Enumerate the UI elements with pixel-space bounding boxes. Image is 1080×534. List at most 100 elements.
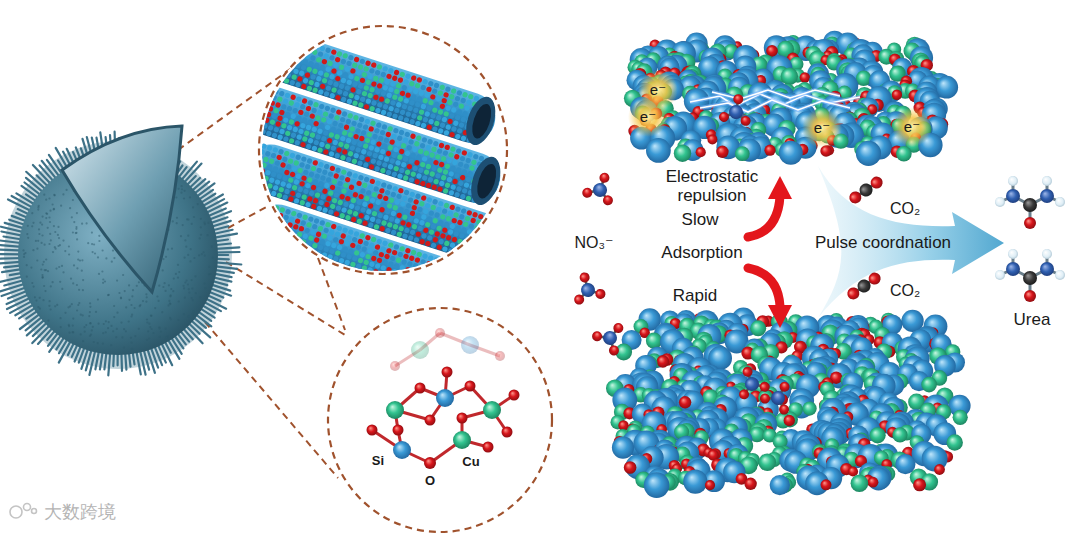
sphere-texture [187,316,189,318]
tube-atom [437,302,444,309]
tube-atom [392,287,399,294]
tube-atom [456,186,463,193]
sphere-texture [45,258,47,260]
tube-atom [466,210,473,217]
tube-atom [325,85,332,92]
tube-atom [356,180,363,187]
tube-atom [372,133,379,140]
tube-atom [261,143,268,150]
tube-atom [456,128,463,135]
tube-atom [459,232,466,239]
tube-atom [395,276,402,283]
tube-atom [409,210,416,217]
tube-atom [334,231,341,238]
sphere-texture [43,285,45,287]
tube-atom [333,81,340,88]
tube-atom [392,113,399,120]
tube-atom [401,195,408,202]
tube-atom [385,150,392,157]
tube-atom [302,252,309,259]
tube-atom [442,246,449,253]
tube-atom [369,68,376,75]
tube-atom [287,222,294,229]
tube-atom [270,190,277,197]
tube-opening [486,282,512,321]
sphere-texture [80,333,82,335]
tube-atom [308,190,315,197]
tube-atom [272,74,279,81]
tube-atom [406,144,413,151]
sphere-texture [158,285,160,287]
sphere-texture [134,335,136,337]
tube-atom [317,263,324,270]
tube-atom [452,101,459,108]
sphere-texture [48,305,50,307]
tube-atom [389,139,396,146]
tube-atom [474,244,481,251]
tube-atom [251,171,258,178]
tube-atom [374,69,381,76]
tube-atom [286,105,293,112]
tube-atom [332,237,339,244]
sphere-texture [89,322,91,324]
tube-atom [476,257,483,264]
tube-atom [281,123,288,130]
tube-atom [382,66,389,73]
tube-atom [384,98,391,105]
tube-atom [438,161,445,168]
tube-atom [319,45,326,52]
sphere-texture [131,295,133,297]
tube-atom [472,249,479,256]
tube-atom [262,65,269,72]
sphere-texture [168,300,170,302]
sphere-texture [168,284,170,286]
tube-atom [465,176,472,183]
tube-atom [285,53,292,60]
tube-atom [279,128,286,135]
tube-atom [258,38,265,45]
tube-atom [395,160,402,167]
tube-atom [300,122,307,129]
tube-atom [329,74,336,81]
tube-atom [251,23,258,30]
tube-atom [432,236,439,243]
tube-atom [293,198,300,205]
tube-atom [397,251,404,258]
tube-atom [250,177,257,184]
tube-atom [304,72,311,79]
tube-atom [296,115,303,122]
tube-atom [369,105,376,112]
tube-atom [254,108,261,115]
tube-atom [416,173,423,180]
tube-atom [451,107,458,114]
tube-atom [348,203,355,210]
tube-atom [320,175,327,182]
tube-atom [326,118,333,125]
tube-atom [395,82,402,89]
tube-atom [286,183,293,190]
tube-atom [435,173,442,180]
tube-atom [271,210,278,217]
nanotube-bundle [230,18,519,329]
tube-atom [423,169,430,176]
tube-atom [274,49,281,56]
sphere-texture [43,261,45,263]
tube-atom [390,100,397,107]
tube-atom [386,285,393,292]
tube-atom [313,139,320,146]
sphere-texture [134,307,136,309]
sphere-texture [123,347,125,349]
sphere-texture [42,276,44,278]
tube-atom [369,197,376,204]
tube-atom [308,171,315,178]
tube-atom [424,266,431,273]
tube-atom [303,111,310,118]
sphere-texture [30,267,32,269]
tube-atom [481,240,488,247]
tube-atom [310,203,317,210]
tube-atom [381,162,388,169]
tube-atom [367,73,374,80]
tube-atom [447,274,454,281]
tube-atom [353,231,360,238]
